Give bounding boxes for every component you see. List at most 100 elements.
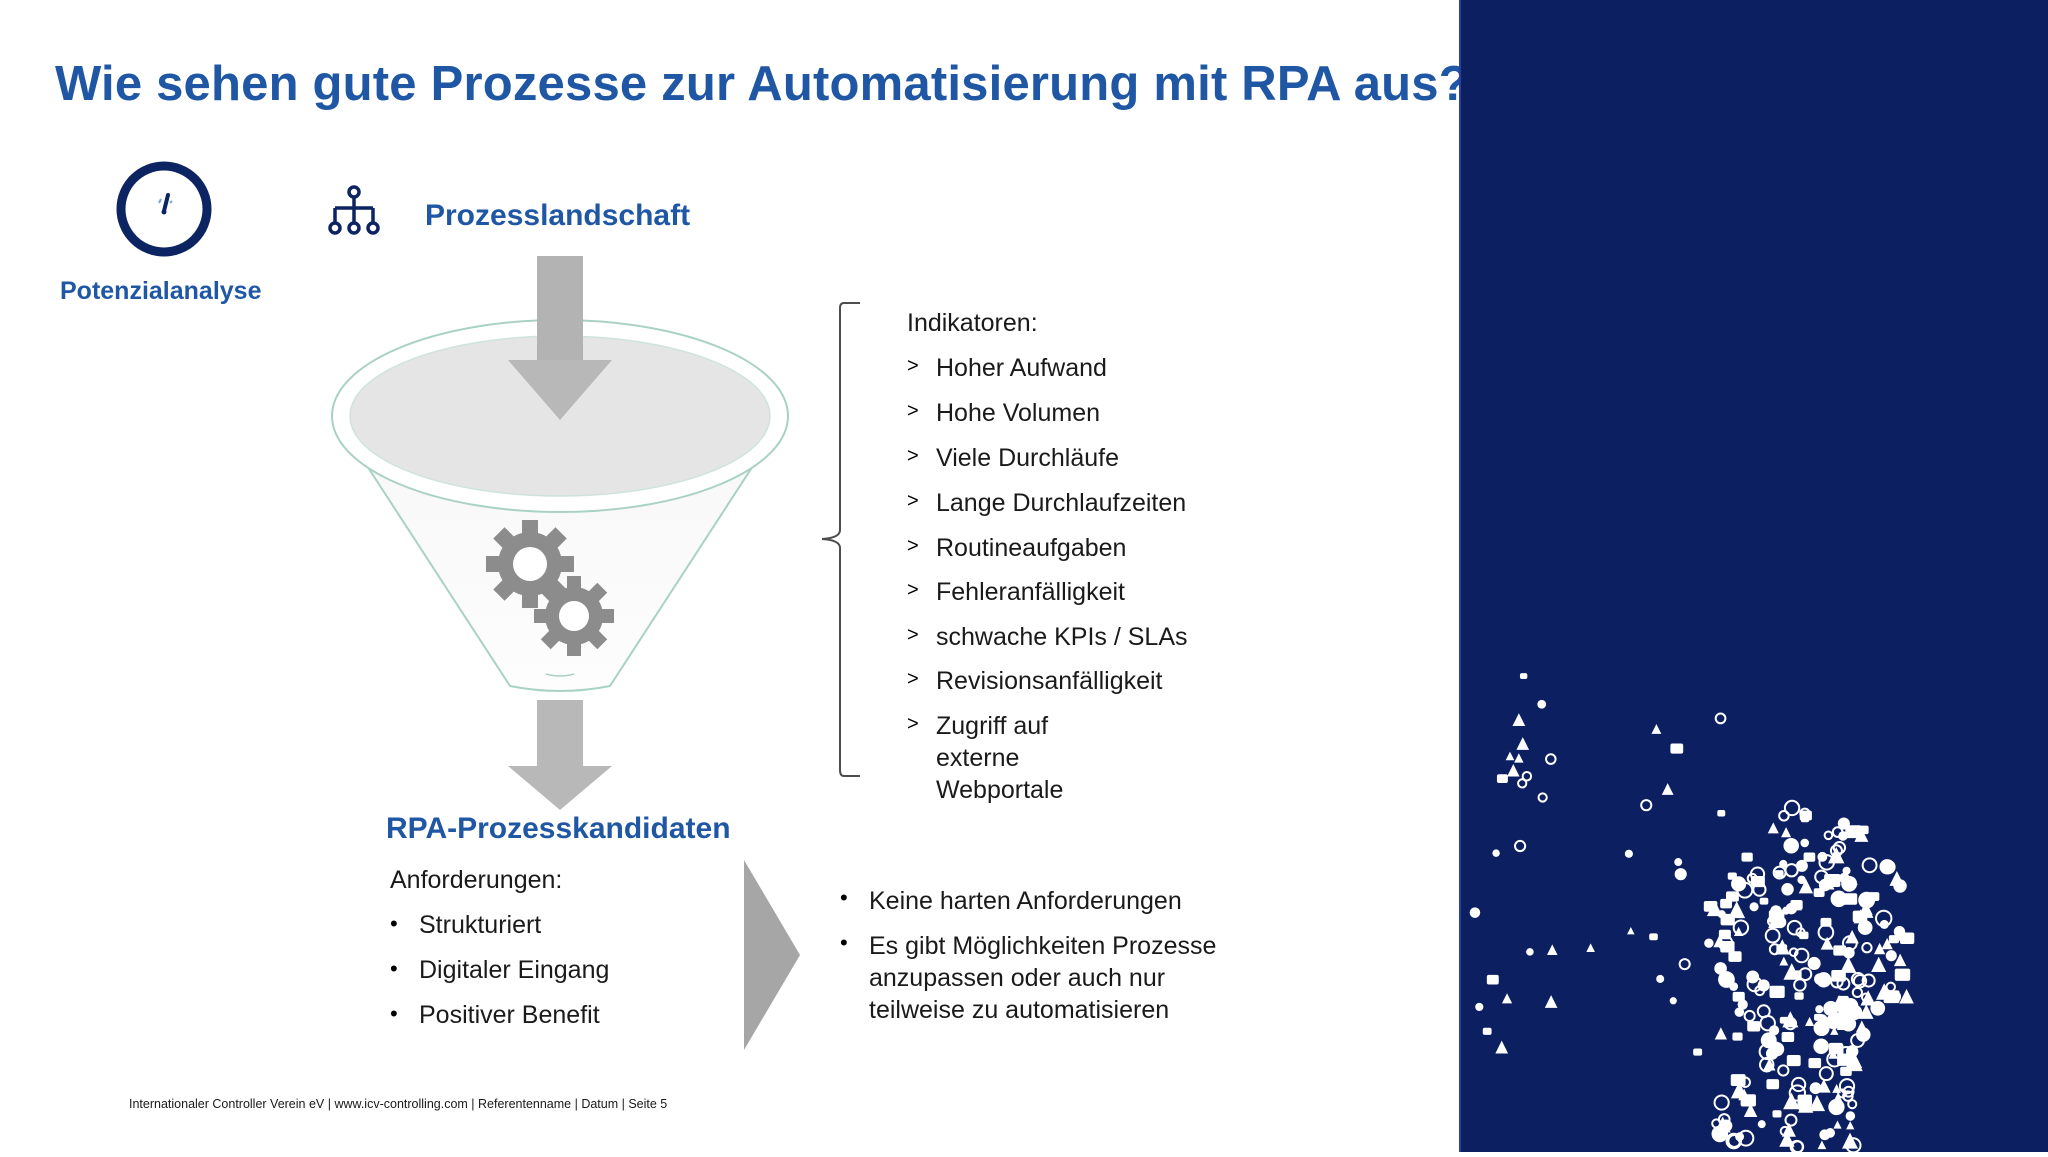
decorative-icon (1781, 883, 1794, 896)
decorative-icon (1832, 1084, 1842, 1093)
decorative-icon (1469, 907, 1481, 918)
decorative-icon (1537, 699, 1547, 709)
decorative-icon (1856, 1027, 1871, 1042)
decorative-icon (1507, 764, 1520, 777)
hierarchy-icon (328, 185, 380, 235)
decorative-icon (1747, 1021, 1761, 1032)
decorative-icon (1786, 919, 1803, 936)
decorative-icon (1730, 1081, 1748, 1099)
gears-icon (486, 520, 614, 656)
indicator-marker: > (907, 579, 919, 601)
decorative-icon (1749, 902, 1759, 912)
decorative-icon (1842, 866, 1851, 875)
funnel-top-label: Prozesslandschaft (425, 199, 691, 232)
decorative-icon (1791, 1076, 1807, 1093)
decorative-icon (1545, 753, 1557, 765)
decorative-icon (1783, 837, 1799, 854)
decorative-icon (1765, 1047, 1779, 1060)
decorative-icon (1846, 1121, 1855, 1130)
decorative-icon (1777, 1064, 1790, 1077)
decorative-icon (1544, 995, 1558, 1008)
decorative-icon (1837, 1088, 1848, 1099)
decorative-icon (1693, 1048, 1703, 1056)
decorative-icon (1713, 934, 1726, 948)
decorative-icon (1730, 1074, 1746, 1086)
decorative-icon (1717, 810, 1726, 817)
decorative-icon (1781, 827, 1792, 838)
decorative-icon (1783, 1092, 1800, 1110)
bracket-icon (821, 302, 860, 777)
decorative-icon (1849, 876, 1858, 885)
indicator-marker: > (907, 445, 919, 467)
decorative-icon (1519, 673, 1528, 679)
decorative-icon (1797, 875, 1806, 885)
decorative-icon (1817, 1140, 1827, 1150)
decorative-icon (1808, 1094, 1826, 1112)
decorative-icon (1875, 983, 1893, 1000)
decorative-icon (1737, 999, 1748, 1010)
decorative-icon (1795, 859, 1808, 872)
decorative-icon (1873, 942, 1886, 955)
decorative-icon (1893, 953, 1907, 967)
decorative-icon (1514, 753, 1524, 763)
decorative-icon (1728, 951, 1742, 962)
decorative-icon (1725, 1132, 1743, 1150)
decorative-icon (1814, 1013, 1823, 1021)
decorative-icon (1759, 1014, 1776, 1032)
decorative-icon (1861, 857, 1878, 874)
decorative-icon (1833, 1012, 1847, 1024)
decorative-icon (1651, 723, 1662, 734)
decorative-icon (1840, 1066, 1852, 1077)
indicator-marker: > (907, 400, 919, 422)
decorative-icon (1774, 870, 1784, 878)
decorative-icon (1704, 938, 1714, 948)
decorative-icon (1482, 1027, 1492, 1035)
decorative-icon (1809, 1082, 1822, 1095)
decorative-icon (1790, 970, 1802, 980)
decorative-icon (1731, 876, 1747, 892)
decorative-icon (1746, 970, 1760, 984)
decorative-icon (1766, 1079, 1780, 1090)
decorative-icon (1725, 891, 1739, 902)
footer: Internationaler Controller Verein eV | w… (129, 1097, 668, 1111)
decorative-icon (1828, 1098, 1845, 1116)
decorative-icon (1776, 944, 1788, 953)
decorative-icon (1537, 792, 1548, 803)
decorative-icon (1898, 933, 1909, 942)
requirements-heading: Anforderungen: (390, 866, 563, 894)
decorative-icon (1649, 933, 1658, 941)
decorative-icon (1850, 971, 1866, 987)
decorative-icon (1839, 872, 1850, 884)
decorative-icon (1743, 1103, 1758, 1118)
decorative-icon (1840, 956, 1857, 973)
decorative-icon (1661, 783, 1674, 795)
decorative-icon (1818, 1066, 1834, 1082)
decorative-icon (1830, 1026, 1839, 1035)
decorative-icon (1732, 1032, 1743, 1041)
decorative-icon (1818, 854, 1835, 871)
decorative-icon (1831, 826, 1844, 838)
decorative-icon (1727, 872, 1737, 880)
decorative-icon (1784, 1113, 1798, 1127)
decorative-icon (1764, 927, 1781, 944)
decorative-icon (1627, 926, 1635, 935)
decorative-icon (1899, 988, 1914, 1004)
decorative-icon (1674, 868, 1687, 881)
decorative-icon (1861, 942, 1873, 954)
decorative-icon (1783, 799, 1801, 817)
decorative-icon (1808, 1058, 1822, 1069)
decorative-icon (1717, 1113, 1731, 1126)
decorative-icon (1848, 1057, 1863, 1072)
decorative-icon (1475, 1002, 1484, 1012)
decorative-icon (1837, 1053, 1853, 1066)
decorative-icon (1624, 849, 1633, 858)
icon-head-graphic (1469, 673, 1915, 1154)
decorative-icon (1832, 840, 1847, 855)
indicator-marker: > (907, 668, 919, 690)
decorative-icon (1817, 1018, 1828, 1028)
decorative-icon (1831, 970, 1846, 982)
decorative-icon (1786, 1055, 1801, 1067)
decorative-icon (1845, 1111, 1856, 1121)
decorative-icon (1512, 713, 1526, 727)
note-bullet: • (840, 885, 848, 910)
